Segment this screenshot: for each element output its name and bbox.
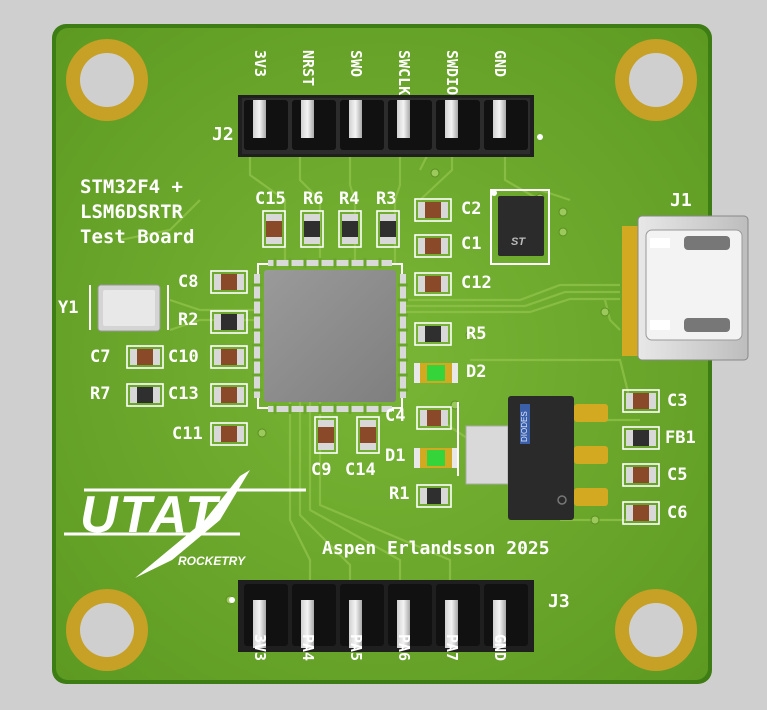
designator-j3: J3	[548, 591, 570, 612]
j3-pin-label-3: PA6	[395, 634, 413, 662]
smd-resistor-2	[338, 210, 362, 248]
designator-d1: D1	[385, 446, 406, 466]
designator-r5: R5	[466, 324, 487, 344]
designator-r7: R7	[90, 384, 111, 404]
designator-c11: C11	[172, 424, 203, 444]
smd-resistor-14	[414, 322, 452, 346]
smd-capacitor-10	[210, 345, 248, 369]
j3-pin-label-5: GND	[491, 634, 509, 662]
smd-capacitor-15	[416, 406, 452, 430]
smd-capacitor-4	[414, 198, 452, 222]
j3-pin-label-4: PA7	[443, 634, 461, 662]
designator-c3: C3	[667, 391, 688, 411]
smd-capacitor-13	[210, 422, 248, 446]
smd-resistor-8	[210, 310, 248, 334]
mounting-hole-bottom-left	[66, 589, 148, 671]
designator-y1: Y1	[58, 298, 79, 318]
designator-c13: C13	[168, 384, 199, 404]
smd-resistor-20	[622, 426, 660, 450]
j3-pin-label-0: 3V3	[251, 634, 269, 662]
designator-c6: C6	[667, 503, 688, 523]
designator-r3: R3	[376, 189, 397, 209]
logo-sub-text: ROCKETRY	[178, 554, 246, 568]
smd-capacitor-7	[210, 270, 248, 294]
diodes-logo-icon: DIODES	[520, 411, 529, 442]
j2-pin-label-4: SWDIO	[443, 50, 461, 96]
smd-capacitor-5	[414, 234, 452, 258]
usb-connector-j1	[622, 215, 749, 361]
header-j2	[238, 95, 543, 157]
smd-capacitor-19	[622, 389, 660, 413]
author-label: Aspen Erlandsson 2025	[322, 538, 550, 559]
designator-c1: C1	[461, 234, 482, 254]
designator-j1: J1	[670, 190, 692, 211]
smd-resistor-1	[300, 210, 324, 248]
designator-d2: D2	[466, 362, 487, 382]
smd-resistor-11	[126, 383, 164, 407]
designator-c10: C10	[168, 347, 199, 367]
designator-r2: R2	[178, 310, 199, 330]
smd-capacitor-6	[414, 272, 452, 296]
smd-capacitor-17	[314, 416, 338, 454]
designator-c5: C5	[667, 465, 688, 485]
mcu-stm32f4	[252, 258, 408, 414]
smd-capacitor-0	[262, 210, 286, 248]
mounting-hole-bottom-right	[615, 589, 697, 671]
smd-capacitor-22	[622, 501, 660, 525]
j3-pin-label-1: PA4	[299, 634, 317, 662]
designator-r1: R1	[389, 484, 410, 504]
passive-components	[126, 198, 660, 525]
smd-capacitor-9	[126, 345, 164, 369]
designator-c7: C7	[90, 347, 111, 367]
designator-fb1: FB1	[665, 428, 696, 448]
led-d1	[414, 448, 458, 468]
designator-c15: C15	[255, 189, 286, 209]
board-title-line-1: STM32F4 +	[80, 176, 183, 198]
designator-c4: C4	[385, 406, 406, 426]
designator-r6: R6	[303, 189, 324, 209]
j2-pin-label-3: SWCLK	[395, 50, 413, 96]
designator-c14: C14	[345, 460, 376, 480]
header-j3	[229, 580, 534, 652]
smd-resistor-3	[376, 210, 400, 248]
designator-c8: C8	[178, 272, 199, 292]
designator-j2: J2	[212, 124, 234, 145]
j3-pin-label-2: PA5	[347, 634, 365, 662]
mounting-hole-top-right	[615, 39, 697, 121]
designator-c12: C12	[461, 273, 492, 293]
imu-lsm6dsrtr: ST	[490, 189, 550, 265]
j2-pin-label-1: NRST	[299, 50, 317, 87]
designator-r4: R4	[339, 189, 360, 209]
led-d2	[414, 363, 458, 383]
designator-c9: C9	[311, 460, 332, 480]
utat-logo: UTAT ROCKETRY	[64, 470, 306, 578]
smd-capacitor-18	[356, 416, 380, 454]
smd-capacitor-21	[622, 463, 660, 487]
smd-resistor-16	[416, 484, 452, 508]
j2-pin-label-2: SWO	[347, 50, 365, 78]
j2-pin-label-5: GND	[491, 50, 509, 78]
board-title-line-2: LSM6DSRTR	[80, 201, 183, 223]
regulator-u3: DIODES	[465, 396, 608, 520]
mounting-hole-top-left	[66, 39, 148, 121]
st-logo-icon: ST	[511, 236, 526, 248]
j2-pin-label-0: 3V3	[251, 50, 269, 78]
board-title-line-3: Test Board	[80, 226, 195, 248]
crystal-y1	[89, 284, 169, 332]
designator-c2: C2	[461, 199, 482, 219]
logo-main-text: UTAT	[80, 486, 221, 544]
smd-capacitor-12	[210, 383, 248, 407]
